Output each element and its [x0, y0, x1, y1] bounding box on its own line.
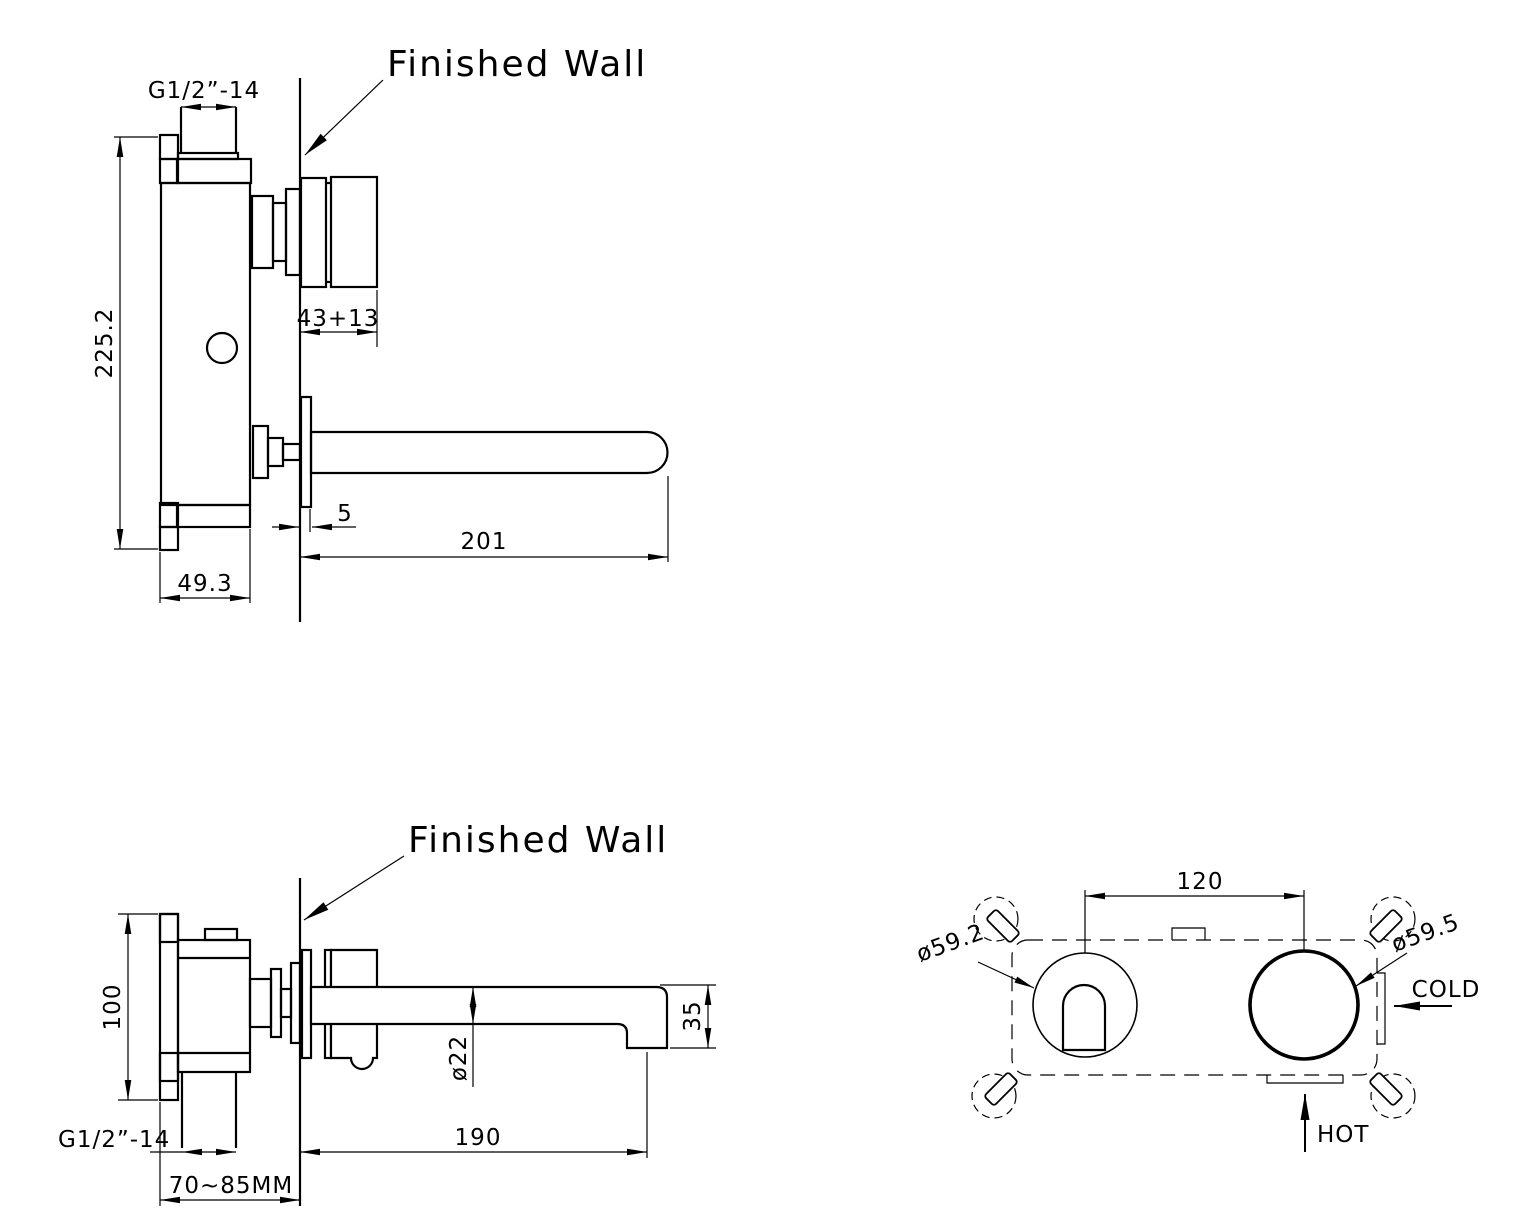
- mount-tab: [158, 133, 180, 161]
- corner-lug: [984, 1072, 1018, 1106]
- right-diameter-leader: [1355, 952, 1408, 987]
- cold-inlet-label: COLD: [1412, 977, 1481, 1003]
- handle-shaft-step: [284, 187, 302, 277]
- corner-lug-arc: [971, 1073, 1017, 1119]
- round-spout: [309, 430, 669, 475]
- center-distance-label: 120: [1177, 869, 1224, 895]
- body-top-tab: [203, 927, 239, 942]
- handle-shaft-step: [279, 987, 293, 1019]
- handle-shaft-step: [271, 201, 288, 263]
- corner-lug: [986, 909, 1020, 943]
- corner-lug-arc: [1370, 896, 1416, 942]
- box-bottom-notch: [1266, 1075, 1344, 1084]
- overall-height-label: 225.2: [92, 308, 118, 379]
- corner-lug-arc: [973, 896, 1019, 942]
- rough-in-box: [1011, 939, 1378, 1076]
- spout-diameter-label: ø22: [446, 1035, 472, 1081]
- box-top-notch: [1171, 927, 1206, 940]
- square-spout: [309, 985, 669, 1050]
- handle-knob: [329, 175, 379, 289]
- handle-shaft-step: [250, 194, 275, 270]
- body-screw-hole: [205, 331, 239, 365]
- spout-projection-label: 201: [461, 529, 508, 555]
- handle-shaft-step: [248, 977, 273, 1029]
- mount-tab: [158, 501, 180, 529]
- corner-lug: [1369, 909, 1403, 943]
- corner-lug: [1369, 1072, 1403, 1106]
- mount-tab: [158, 912, 180, 944]
- hot-inlet-label: HOT: [1317, 1122, 1369, 1148]
- finished-wall-label: Finished Wall: [387, 44, 647, 85]
- left-diameter-leader: [977, 961, 1035, 989]
- spout-shaft-step: [266, 436, 285, 468]
- spout-shaft-step: [251, 424, 270, 480]
- finished-wall-leader: [304, 79, 384, 156]
- inlet-thread-label: G1/2”-14: [58, 1127, 170, 1153]
- front-view-rough-in-box: 120 ø59.2 ø59.5 COLD HOT: [913, 869, 1481, 1152]
- side-view-round-spout: Finished Wall G1/2”-14 43+13: [92, 44, 669, 622]
- body-depth-label: 49.3: [177, 571, 232, 597]
- handle-escutcheon: [299, 176, 328, 289]
- inlet-thread-label: G1/2”-14: [148, 78, 260, 104]
- spout-projection-label: 190: [455, 1125, 502, 1151]
- cartridge-keyway: [1061, 983, 1107, 1052]
- handle-shaft-step: [289, 961, 302, 1045]
- handle-projection-label: 43+13: [297, 306, 380, 332]
- spout-shaft-step: [281, 442, 302, 462]
- mount-tab: [158, 525, 180, 552]
- mount-tab: [158, 157, 180, 185]
- body-height-label: 100: [100, 984, 126, 1031]
- side-view-square-spout: Finished Wall ø22 35 190: [58, 820, 716, 1206]
- finished-wall-label: Finished Wall: [408, 820, 668, 861]
- left-opening-diameter-label: ø59.2: [913, 919, 988, 967]
- spout-escutcheon: [300, 948, 313, 1060]
- cold-port-bump: [1377, 972, 1386, 1045]
- spout-escutcheon: [299, 395, 313, 509]
- handle-shaft-step: [269, 967, 283, 1039]
- trim-plate-thickness-label: 5: [337, 501, 353, 527]
- corner-lug-arc: [1370, 1073, 1416, 1119]
- mount-tab: [158, 1051, 180, 1083]
- rough-in-depth-label: 70~85MM: [169, 1173, 294, 1199]
- body-bottom-band: [175, 503, 252, 529]
- spout-end-height-label: 35: [680, 1000, 706, 1031]
- body-top-band: [175, 157, 253, 185]
- finished-wall-leader: [303, 855, 405, 921]
